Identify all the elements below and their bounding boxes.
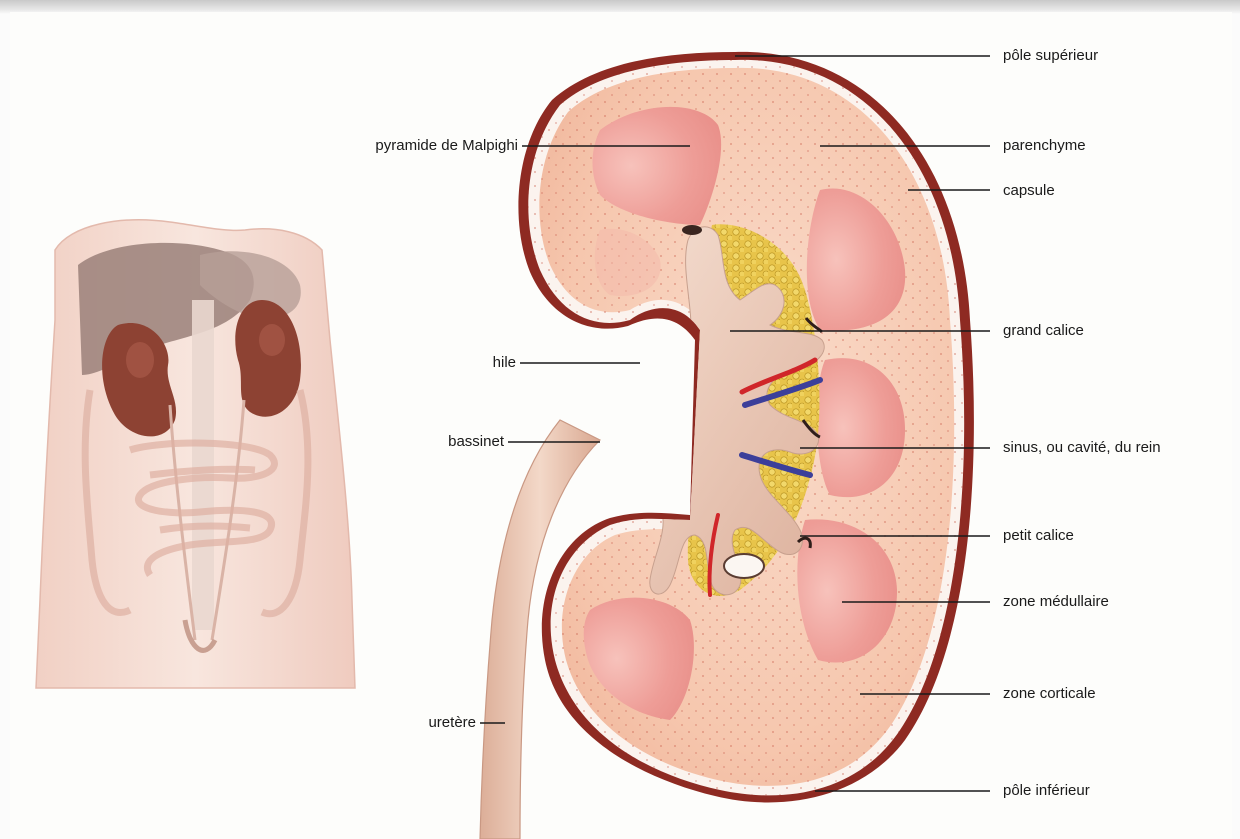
label-pyramide-malpighi: pyramide de Malpighi [318, 137, 518, 155]
label-capsule: capsule [1003, 182, 1055, 200]
kidney-section [520, 50, 980, 810]
petit-calice-opening [724, 554, 764, 578]
grand-calice-opening [682, 225, 702, 235]
torso-figure [36, 220, 355, 688]
label-hile: hile [418, 354, 516, 372]
label-grand-calice: grand calice [1003, 322, 1084, 340]
label-sinus: sinus, ou cavité, du rein [1003, 439, 1161, 457]
label-petit-calice: petit calice [1003, 527, 1074, 545]
label-zone-corticale: zone corticale [1003, 685, 1096, 703]
label-zone-medullaire: zone médullaire [1003, 593, 1109, 611]
label-uretere: uretère [380, 714, 476, 732]
label-parenchyme: parenchyme [1003, 137, 1086, 155]
label-pole-inferieur: pôle inférieur [1003, 782, 1090, 800]
spine [192, 300, 214, 630]
label-bassinet: bassinet [400, 433, 504, 451]
label-pole-superieur: pôle supérieur [1003, 47, 1098, 65]
